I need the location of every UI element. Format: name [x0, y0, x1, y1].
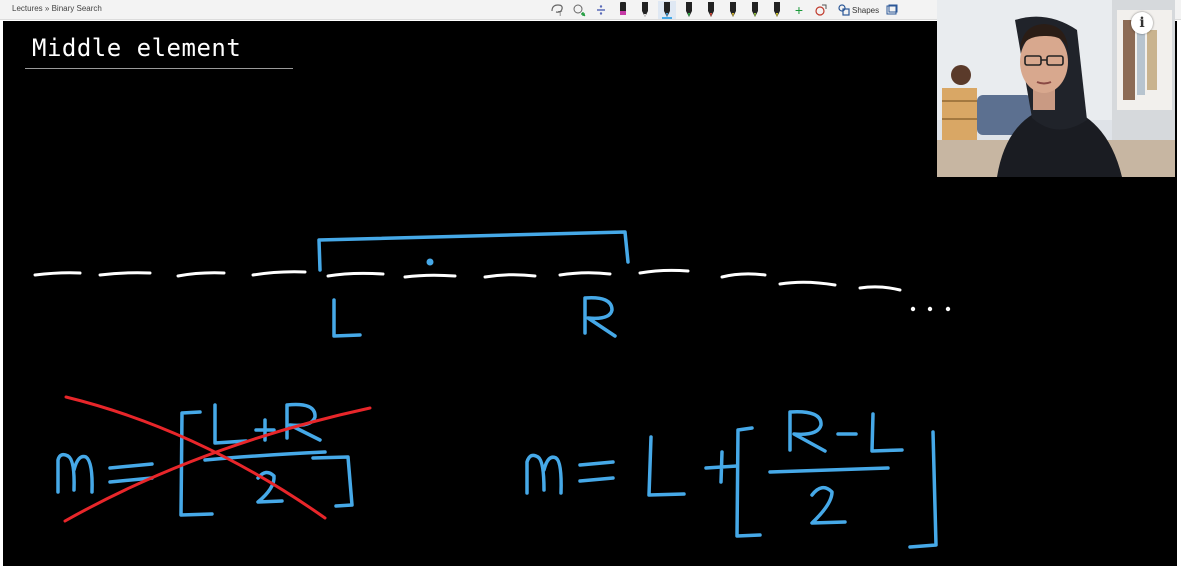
add-pen-icon[interactable]: +	[794, 2, 804, 18]
window-icon[interactable]	[883, 1, 901, 19]
correct-formula	[525, 410, 938, 549]
array-cell	[638, 268, 690, 275]
pen-icon[interactable]	[768, 1, 786, 19]
strike-out	[63, 395, 372, 523]
webcam-feed	[937, 0, 1175, 177]
ink-to-shape-icon[interactable]	[812, 1, 830, 19]
array-cell	[403, 273, 457, 279]
shapes-button[interactable]: Shapes	[838, 4, 879, 16]
array-cell	[778, 280, 837, 287]
ellipsis-dot	[945, 306, 951, 312]
lasso-select-icon[interactable]: T	[548, 1, 566, 19]
pen-icon[interactable]	[746, 1, 764, 19]
info-button[interactable]: i	[1131, 12, 1153, 34]
shapes-label: Shapes	[852, 5, 880, 15]
pen-icon[interactable]	[702, 1, 720, 19]
pen-icon[interactable]	[680, 1, 698, 19]
right-marker-R	[583, 296, 617, 338]
array-cell	[326, 271, 385, 278]
array-cell	[176, 271, 226, 278]
array-cell	[720, 272, 767, 279]
highlighter-icon[interactable]	[658, 1, 676, 19]
eraser-icon[interactable]	[592, 1, 610, 19]
pen-icon[interactable]	[724, 1, 742, 19]
range-bracket	[317, 230, 630, 338]
wrong-formula	[56, 395, 372, 523]
shapes-icon	[838, 4, 850, 16]
array-cell	[858, 285, 902, 292]
breadcrumb[interactable]: Lectures » Binary Search	[12, 4, 102, 13]
ellipsis-dot	[927, 306, 933, 312]
array-cell	[558, 271, 612, 277]
left-marker-L	[332, 298, 362, 338]
array-cell	[483, 273, 537, 279]
add-space-icon[interactable]	[570, 1, 588, 19]
array-cell	[33, 271, 82, 277]
draw-toolbar: T +	[548, 0, 901, 20]
array-cell	[98, 271, 152, 277]
pen-icon[interactable]	[636, 1, 654, 19]
title-underline	[25, 68, 293, 69]
array-dashes	[33, 268, 951, 312]
presenter-video	[937, 0, 1175, 177]
midpoint-dot	[426, 258, 434, 266]
page-title: Middle element	[32, 34, 242, 62]
pen-icon[interactable]	[614, 1, 632, 19]
app-toolbar: Lectures » Binary Search T	[0, 0, 1181, 20]
array-cell	[251, 270, 307, 277]
ellipsis-dot	[910, 306, 916, 312]
svg-text:T: T	[558, 11, 563, 17]
